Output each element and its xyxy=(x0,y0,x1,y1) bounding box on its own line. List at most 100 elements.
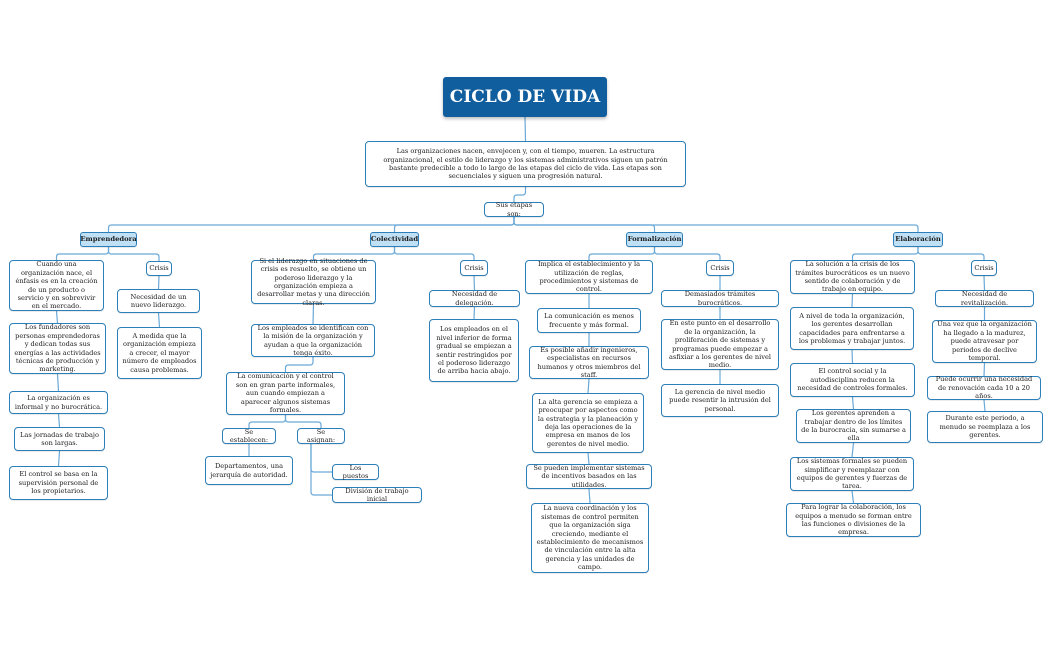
node-for3-text: Es posible añadir ingenieros, especialis… xyxy=(537,345,641,379)
node-ela2: A nivel de toda la organización, los ger… xyxy=(790,307,914,350)
connector-colc-colc1 xyxy=(473,275,476,291)
connector-elac3-elac4 xyxy=(983,399,986,412)
node-forc3: La gerencia de nivel medio puede resenti… xyxy=(661,384,779,417)
node-for3: Es posible añadir ingenieros, especialis… xyxy=(529,346,649,379)
connector-col3-colsa xyxy=(284,415,322,428)
node-etapas-text: Sus etapas son: xyxy=(495,201,533,218)
connector-ela5-ela6 xyxy=(851,490,855,504)
connector-emp3-emp4 xyxy=(57,413,61,428)
node-empc-text: Crisis xyxy=(149,264,169,273)
connector-for5-for6 xyxy=(588,488,591,504)
node-emp1: Cuando una organización nace, el énfasis… xyxy=(9,260,104,311)
node-emp5-text: El control se basa en la supervisión per… xyxy=(18,470,99,496)
node-for5-text: Se pueden implementar sistemas de incent… xyxy=(533,463,645,489)
connector-elac2-elac3 xyxy=(983,362,986,377)
node-emp3-text: La organización es informal y no burocrá… xyxy=(14,394,103,411)
node-title-text: CICLO DE VIDA xyxy=(449,87,601,107)
connector-emp4-emp5 xyxy=(57,450,61,467)
node-colc1: Necesidad de delegación. xyxy=(429,290,520,307)
node-forc3-text: La gerencia de nivel medio puede resenti… xyxy=(669,387,771,413)
node-forc2-text: En este punto en el desarrollo de la org… xyxy=(668,319,772,370)
node-for4-text: La alta gerencia se empieza a preocupar … xyxy=(537,397,639,448)
node-for6: La nueva coordinación y los sistemas de … xyxy=(531,503,649,573)
node-colsa1: Los puestos xyxy=(332,464,379,480)
node-emp3: La organización es informal y no burocrá… xyxy=(9,391,108,414)
connector-title-intro xyxy=(524,116,527,142)
node-intro-text: Las organizaciones nacen, envejecen y, c… xyxy=(383,147,668,181)
node-for1: Implica el establecimiento y la utilizac… xyxy=(525,260,653,294)
node-ela-text: Elaboración xyxy=(895,235,941,244)
node-ela5-text: Los sistemas formales se pueden simplifi… xyxy=(796,457,908,491)
node-col3-text: La comunicación y el control son en gran… xyxy=(235,372,336,415)
node-title: CICLO DE VIDA xyxy=(443,77,607,117)
connector-elac-elac1 xyxy=(983,275,986,291)
node-col2-text: Los empleados se identifican con la misi… xyxy=(257,323,369,357)
node-ela4: Los gerentes aprenden a trabajar dentro … xyxy=(796,409,911,443)
node-colsa1-text: Los puestos xyxy=(342,463,369,480)
connector-emp1-emp2 xyxy=(55,310,59,324)
node-ela1: La solución a la crisis de los trámites … xyxy=(790,260,915,294)
connector-emp-empc xyxy=(107,247,160,261)
node-ela5: Los sistemas formales se pueden simplifi… xyxy=(790,457,914,491)
node-forc: Crisis xyxy=(706,260,734,276)
node-emp2-text: Los fundadores son personas emprendedora… xyxy=(14,323,101,374)
node-elac2-text: Una vez que la organización ha llegado a… xyxy=(937,320,1032,363)
node-colsa2-text: División de trabajo inicial xyxy=(345,486,409,503)
node-elac3: Puede ocurrir una necesidad de renovació… xyxy=(927,375,1041,400)
node-colse1-text: Departamentos, una jerarquía de autorida… xyxy=(210,462,288,479)
node-for-text: Formalización xyxy=(627,235,682,244)
connector-etapas-ela xyxy=(513,217,919,232)
node-for2: La comunicación es menos frecuente y más… xyxy=(537,308,641,333)
node-ela6-text: Para lograr la colaboración, los equipos… xyxy=(795,503,912,537)
node-forc1: Demasiados trámites burocráticos. xyxy=(661,290,779,307)
connector-col2-col3 xyxy=(284,357,314,372)
node-col1: Si el liderazgo en situaciones de crisis… xyxy=(251,256,376,307)
node-col: Colectividad xyxy=(370,232,419,247)
node-ela2-text: A nivel de toda la organización, los ger… xyxy=(798,311,906,345)
node-colc2-text: Los empleados en el nivel inferior de fo… xyxy=(436,325,512,376)
node-for5: Se pueden implementar sistemas de incent… xyxy=(526,464,652,489)
connector-for-forc xyxy=(653,247,721,260)
node-for1-text: Implica el establecimiento y la utilizac… xyxy=(537,260,641,294)
node-colse-text: Se establecen: xyxy=(229,427,269,444)
connector-col3-colse xyxy=(248,415,287,428)
node-for: Formalización xyxy=(626,232,683,247)
connector-for-for1 xyxy=(588,247,656,260)
node-colsa: Se asignan: xyxy=(297,428,345,444)
node-colc1-text: Necesidad de delegación. xyxy=(451,290,498,307)
node-colc: Crisis xyxy=(460,260,488,276)
node-colse: Se establecen: xyxy=(222,428,276,444)
node-empc1: Necesidad de un nuevo liderazgo. xyxy=(117,289,200,313)
connector-intro-etapas xyxy=(513,187,527,202)
node-ela1-text: La solución a la crisis de los trámites … xyxy=(795,260,910,294)
node-ela3-text: El control social y la autodisciplina re… xyxy=(797,367,908,393)
node-emp2: Los fundadores son personas emprendedora… xyxy=(9,323,106,374)
connector-ela-elac xyxy=(917,247,985,260)
node-for4: La alta gerencia se empieza a preocupar … xyxy=(532,393,644,453)
node-elac4-text: Durante este periodo, a menudo se reempl… xyxy=(939,414,1031,440)
node-colsa2: División de trabajo inicial xyxy=(332,487,422,503)
node-elac4: Durante este periodo, a menudo se reempl… xyxy=(927,411,1043,443)
connector-ela1-ela2 xyxy=(851,293,854,308)
node-col1-text: Si el liderazgo en situaciones de crisis… xyxy=(257,256,370,307)
connector-col-colc xyxy=(393,247,475,260)
connector-empc1-empc2 xyxy=(157,312,161,328)
connector-etapas-col xyxy=(393,217,515,232)
node-col-text: Colectividad xyxy=(370,235,419,244)
node-emp4-text: Las jornadas de trabajo son largas. xyxy=(20,430,99,447)
node-col2: Los empleados se identifican con la misi… xyxy=(251,324,375,357)
node-elac2: Una vez que la organización ha llegado a… xyxy=(932,320,1037,363)
node-emp: Emprendedora xyxy=(80,232,137,247)
connector-for3-for4 xyxy=(587,378,590,394)
node-empc1-text: Necesidad de un nuevo liderazgo. xyxy=(130,292,187,309)
connector-emp2-emp3 xyxy=(56,373,60,392)
node-colsa-text: Se asignan: xyxy=(306,427,336,444)
connector-ela-ela1 xyxy=(851,247,919,260)
node-elac: Crisis xyxy=(971,260,997,276)
node-emp5: El control se basa en la supervisión per… xyxy=(9,466,108,500)
node-ela3: El control social y la autodisciplina re… xyxy=(790,363,915,397)
node-intro: Las organizaciones nacen, envejecen y, c… xyxy=(365,141,686,187)
node-empc2-text: A medida que la organización empieza a c… xyxy=(122,331,197,374)
